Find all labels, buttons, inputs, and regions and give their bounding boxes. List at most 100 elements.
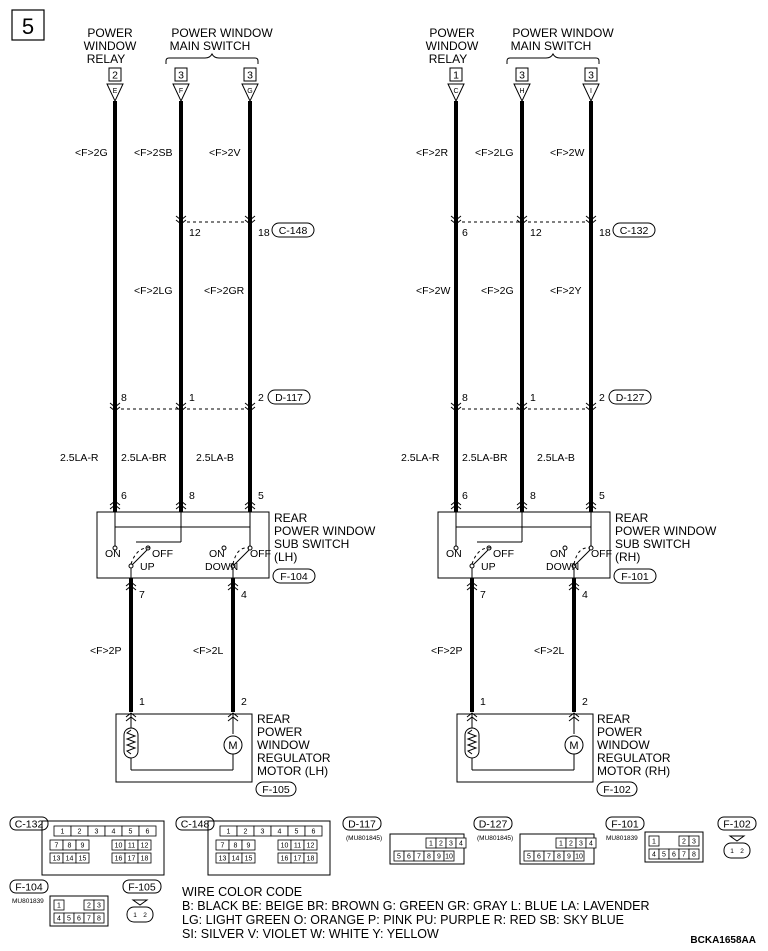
connector-pin-cell [53, 899, 65, 911]
svg-text:1: 1 [453, 70, 459, 82]
junction-chevrons [450, 402, 597, 412]
connector-pin-number: 4 [278, 829, 282, 836]
motor-pin: 1 [480, 696, 486, 708]
junction-pin: 6 [462, 227, 468, 239]
switch-connector-chevrons [109, 500, 256, 510]
connector-pin-number: 15 [79, 856, 87, 863]
switch-pin: 8 [530, 490, 536, 502]
connector-pin-number: 7 [221, 843, 225, 850]
svg-text:F-102: F-102 [723, 819, 751, 831]
connector-pin-number: 7 [682, 852, 686, 859]
svg-text:M: M [569, 740, 578, 752]
switch-pin: 6 [462, 490, 468, 502]
svg-text:MU801839: MU801839 [606, 835, 638, 842]
connector-pin-number: 3 [97, 903, 101, 910]
connector-pin-cell [138, 825, 157, 837]
relay-label-line2: WINDOW [426, 39, 479, 53]
motor-label-line4: REGULATOR [597, 751, 671, 765]
svg-text:H: H [519, 88, 524, 95]
connector-pin-number: 1 [227, 829, 231, 836]
svg-text:F-105: F-105 [128, 882, 156, 894]
switch-state-off: OFF [152, 548, 173, 560]
connector-pin-cell [648, 835, 660, 847]
wire-code: <F>2P [431, 645, 463, 657]
connector-marker-f: 3 F [172, 67, 190, 103]
connector-tag-d117: D-117 [275, 392, 303, 404]
switch-state-off: OFF [591, 548, 612, 560]
connector-pin-number: 8 [97, 916, 101, 923]
switch-state-on: ON [209, 548, 225, 560]
svg-text:C-148: C-148 [181, 819, 210, 831]
connector-pin-number: 3 [449, 841, 453, 848]
connector-tag-c148: C-148 [279, 225, 308, 237]
switch-state-off: OFF [493, 548, 514, 560]
svg-text:2: 2 [112, 70, 118, 82]
right-circuit: POWER WINDOW RELAY POWER WINDOW MAIN SWI… [401, 26, 717, 797]
connector-pin-number: 3 [579, 841, 583, 848]
connector-pin-number: 9 [81, 843, 85, 850]
main-switch-brace [165, 52, 259, 64]
wire-code: <F>2G [481, 285, 514, 297]
connector-pin-number: 9 [247, 843, 251, 850]
connector-pin-cell [585, 837, 597, 849]
connector-pin-number: 4 [459, 841, 463, 848]
relay-label-line1: POWER [429, 26, 475, 40]
connector-pin-number: 1 [57, 903, 61, 910]
svg-text:2: 2 [740, 848, 744, 855]
relay-label-line3: RELAY [429, 52, 467, 66]
junction-pin: 1 [530, 392, 536, 404]
switch-state-on: ON [446, 548, 462, 560]
motor-box-rh [456, 713, 594, 783]
switch-state-up: UP [481, 561, 496, 573]
connector-marker-h: 3 H [513, 67, 531, 103]
connector-tag-box [272, 568, 316, 584]
sub-switch-label-line2: POWER WINDOW [615, 524, 717, 538]
svg-text:C: C [453, 88, 458, 95]
switch-state-off: OFF [250, 548, 271, 560]
wire-code: <F>2V [209, 147, 241, 159]
connector-pin-number: 16 [115, 856, 123, 863]
motor-label-line2: POWER [257, 725, 303, 739]
main-switch-label-line1: POWER WINDOW [171, 26, 273, 40]
svg-text:C-132: C-132 [15, 819, 44, 831]
switch-pin: 5 [599, 490, 605, 502]
connector-pin-number: 2 [87, 903, 91, 910]
wire-code: <F>2W [416, 285, 451, 297]
connector-pin-cell [304, 825, 323, 837]
motor-label-line4: REGULATOR [257, 751, 331, 765]
connector-pin-cell [137, 839, 152, 851]
connector-pin-number: 17 [294, 856, 302, 863]
connector-pin-number: 4 [652, 852, 656, 859]
connector-pin-number: 10 [445, 854, 453, 861]
connector-pin-cell [137, 852, 152, 864]
connector-pin-cell [688, 848, 700, 860]
svg-text:2: 2 [143, 912, 147, 919]
connector-pin-number: 7 [87, 916, 91, 923]
connector-pin-number: 4 [57, 916, 61, 923]
switch-state-on: ON [105, 548, 121, 560]
wire-code: <F>2L [193, 645, 224, 657]
junction-pin: 8 [462, 392, 468, 404]
svg-text:G: G [247, 88, 252, 95]
wire-code: <F>2P [90, 645, 122, 657]
svg-text:M: M [228, 740, 237, 752]
connector-pin-number: 5 [662, 852, 666, 859]
connector-pin-number: 3 [261, 829, 265, 836]
relay-label-line3: RELAY [87, 52, 125, 66]
connector-marker-c: 1 C [447, 67, 465, 103]
connector-marker-g: 3 G [241, 67, 259, 103]
connector-tag-d127: D-127 [616, 392, 645, 404]
connector-tag-f105: F-105 [262, 784, 290, 796]
svg-text:(MU801845): (MU801845) [477, 835, 513, 842]
wire-code: <F>2Y [550, 285, 582, 297]
wire-code: 2.5LA-B [196, 452, 234, 464]
junction-pin: 12 [189, 227, 201, 239]
relay-label-line1: POWER [87, 26, 133, 40]
svg-text:F-104: F-104 [15, 882, 43, 894]
connector-pin-number: 2 [439, 841, 443, 848]
connector-tag-f104: F-104 [280, 571, 308, 583]
